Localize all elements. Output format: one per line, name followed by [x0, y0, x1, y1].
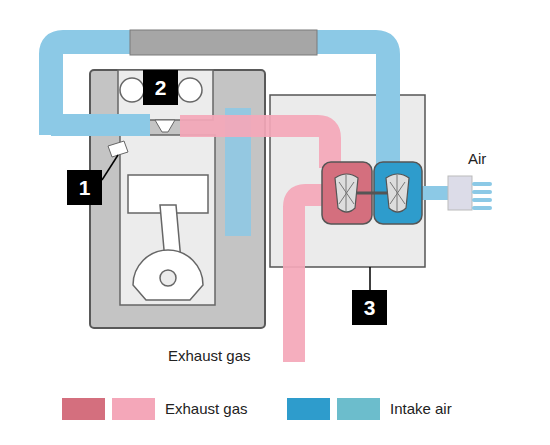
legend-text: Exhaust gas: [165, 400, 248, 417]
air-filter: [448, 176, 472, 210]
callout-number: 3: [364, 296, 376, 320]
leader-line: [102, 155, 118, 180]
callout-number: 2: [155, 76, 167, 100]
callout-number: 1: [79, 176, 91, 200]
cylinder: [120, 135, 215, 305]
flow-label: Exhaust gas: [168, 347, 251, 364]
engine-block: [90, 70, 265, 328]
intake-pipe: [51, 42, 388, 170]
exhaust-manifold: [180, 126, 330, 168]
injector-tip: [155, 120, 175, 132]
exhaust-pipe: [294, 195, 325, 362]
injector: [108, 141, 128, 157]
camshaft: [178, 78, 202, 102]
callout-box: 3: [352, 290, 387, 325]
intake-manifold: [51, 114, 150, 136]
legend-swatch: [287, 398, 330, 420]
compressor-wheel: [386, 174, 409, 212]
legend-swatch-light: [337, 398, 380, 420]
legend-swatch: [62, 398, 105, 420]
callout-box: 1: [67, 170, 102, 205]
cylinder-head: [118, 70, 213, 120]
flow-label: Air: [468, 150, 486, 167]
legend-swatch-light: [112, 398, 155, 420]
camshaft: [120, 78, 144, 102]
turbine-wheel: [335, 174, 358, 212]
legend-text: Intake air: [390, 400, 452, 417]
compressor-blades: [390, 175, 405, 212]
leader-line: [369, 267, 371, 290]
crankshaft: [133, 250, 203, 300]
air-stream: [474, 198, 490, 202]
intercooler: [130, 30, 317, 55]
air-stream: [474, 190, 490, 194]
callout-box: 2: [143, 70, 178, 105]
air-stream: [474, 206, 490, 210]
crank-pin: [160, 270, 176, 286]
air-stream: [474, 182, 490, 186]
turbine-blades: [339, 175, 354, 212]
